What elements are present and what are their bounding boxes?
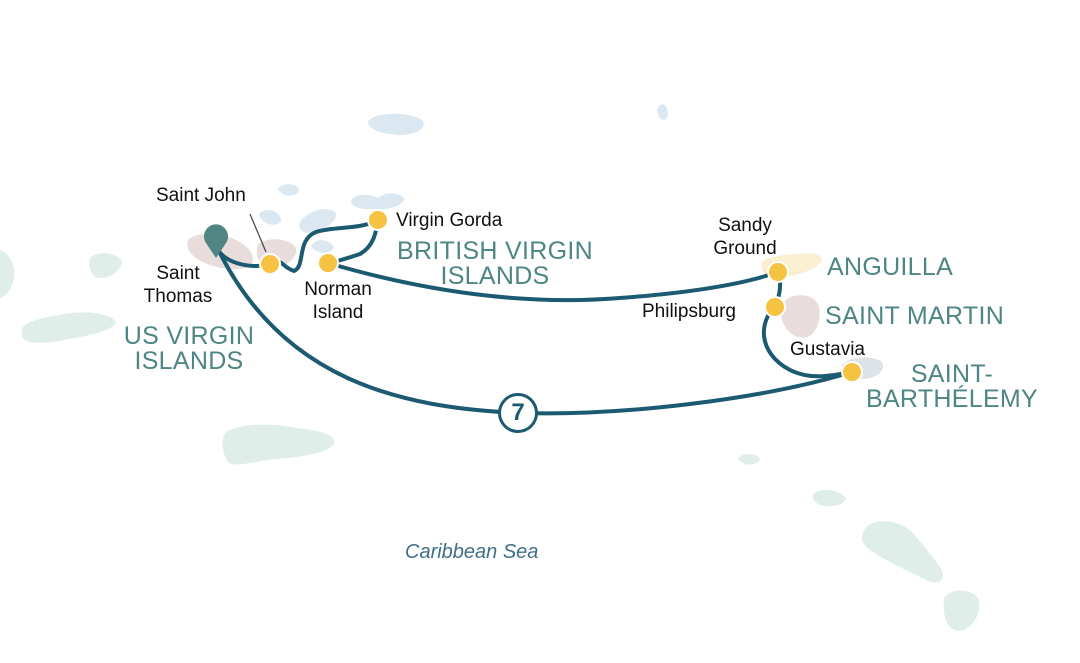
map-pin-icon (204, 224, 228, 258)
island-shape (299, 209, 337, 233)
island-shape (0, 250, 15, 298)
port-dot-icon (259, 253, 281, 275)
island-shape (89, 253, 122, 279)
region-label-us-virgin-islands: US VIRGIN ISLANDS (112, 324, 266, 374)
port-label-virgin-gorda: Virgin Gorda (396, 210, 503, 231)
region-label-british-virgin-islands: BRITISH VIRGIN ISLANDS (392, 239, 598, 289)
port-label-line: Thomas (143, 286, 213, 307)
region-label-saint-martin: SAINT MARTIN (825, 302, 1005, 330)
region-label-line: ISLANDS (134, 347, 244, 375)
island-shape (657, 104, 668, 120)
island-shape (311, 240, 334, 253)
port-label-line: Norman (304, 279, 372, 300)
island-shape (812, 489, 846, 507)
port-label-line: Saint (156, 263, 200, 284)
port-label-saint-thomas: Saint Thomas (138, 262, 218, 308)
port-dot-icon (367, 209, 389, 231)
port-label-sandy-ground: Sandy Ground (702, 214, 788, 260)
island-shape (368, 113, 424, 135)
region-label-line: BARTHÉLEMY (865, 385, 1039, 413)
region-label-line: SAINT- (910, 360, 994, 388)
island-shape (862, 521, 944, 583)
port-dot-icon (841, 361, 863, 383)
region-label-line: US VIRGIN (123, 322, 255, 350)
island-shape (350, 193, 405, 210)
port-label-norman-island: Norman Island (296, 278, 380, 324)
island-shape (22, 312, 116, 343)
port-dot-icon (767, 261, 789, 283)
land-layer (0, 104, 980, 631)
region-label-line: ISLANDS (440, 262, 550, 290)
route-line (214, 218, 380, 273)
port-dot-icon (764, 296, 786, 318)
port-label-gustavia: Gustavia (790, 339, 865, 360)
port-label-philipsburg: Philipsburg (642, 301, 736, 322)
route-line (326, 261, 780, 303)
port-label-saint-john: Saint John (156, 185, 246, 206)
port-dot-icon (317, 252, 339, 274)
region-label-anguilla: ANGUILLA (827, 253, 954, 281)
port-label-line: Sandy (718, 215, 772, 236)
saint-martin-land (780, 295, 820, 338)
island-shape (259, 210, 281, 225)
duration-badge: 7 (498, 393, 538, 433)
region-label-line: BRITISH VIRGIN (397, 237, 593, 265)
port-label-line: Island (312, 302, 364, 323)
sea-label: Caribbean Sea (405, 541, 539, 563)
port-label-line: Ground (713, 238, 777, 259)
port-markers (259, 209, 863, 383)
island-shape (738, 454, 760, 465)
island-shape (222, 424, 335, 465)
island-shape (278, 184, 299, 196)
route-line (762, 305, 854, 379)
saint-john-leader-line (249, 213, 267, 253)
island-shape (943, 590, 980, 631)
region-label-saint-barthelemy: SAINT- BARTHÉLEMY (858, 362, 1046, 412)
